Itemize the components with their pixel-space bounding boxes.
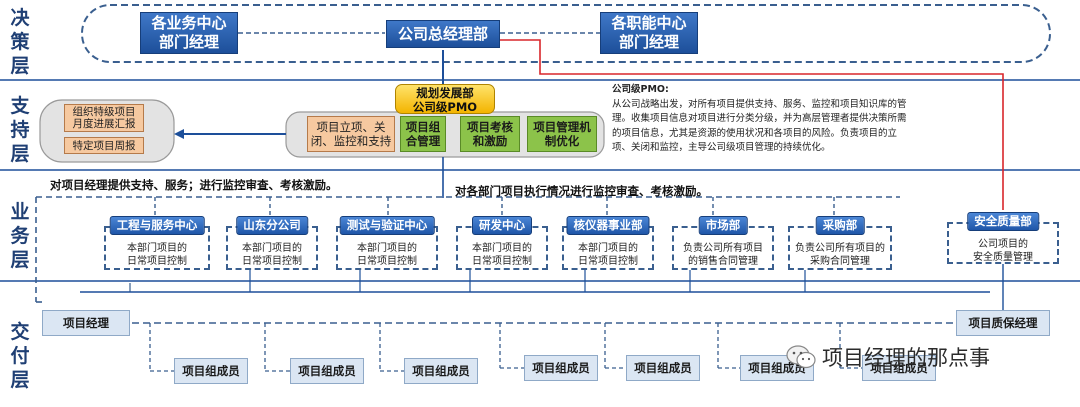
dept-title: 安全质量部 bbox=[967, 212, 1039, 231]
project-lifecycle-box: 项目立项、关 闭、监控和支持 bbox=[307, 116, 395, 152]
dept-purchasing: 采购部 负责公司所有项目的 采购合同管理 bbox=[788, 216, 892, 270]
dept-title: 工程与服务中心 bbox=[109, 216, 205, 235]
dept-title: 核仪器事业部 bbox=[566, 216, 650, 235]
watermark: 项目经理的那点事 bbox=[786, 342, 990, 372]
dept-title: 采购部 bbox=[815, 216, 865, 235]
dept-desc: 负责公司所有项目 的销售合同管理 bbox=[683, 243, 763, 267]
weekly-report-box: 特定项目周报 bbox=[64, 137, 144, 154]
team-member-box: 项目组成员 bbox=[404, 358, 478, 384]
layer-label-support: 支 持 层 bbox=[10, 95, 30, 165]
note-center: 对各部门项目执行情况进行监控审查、考核激励。 bbox=[455, 184, 708, 198]
wechat-icon bbox=[786, 344, 816, 370]
dept-engineering-service: 工程与服务中心 本部门项目的 日常项目控制 bbox=[104, 216, 210, 270]
dept-safety-quality: 安全质量部 公司项目的 安全质量管理 bbox=[947, 212, 1059, 264]
watermark-text: 项目经理的那点事 bbox=[822, 346, 990, 370]
dept-title: 山东分公司 bbox=[236, 216, 308, 235]
note-left: 对项目经理提供支持、服务；进行监控审查、考核激励。 bbox=[50, 178, 338, 192]
pmo-description-body: 从公司战略出发，对所有项目提供支持、服务、监控和项目知识库的管理。收集项目信息对… bbox=[612, 98, 907, 154]
team-member-box: 项目组成员 bbox=[626, 355, 700, 381]
project-manager-box: 项目经理 bbox=[42, 310, 130, 336]
layer-label-decision: 决 策 层 bbox=[10, 7, 30, 77]
team-member-box: 项目组成员 bbox=[174, 358, 248, 384]
assessment-incentive-box: 项目考核 和激励 bbox=[460, 116, 520, 152]
dept-desc: 本部门项目的 日常项目控制 bbox=[578, 243, 638, 267]
layer-label-delivery: 交 付 层 bbox=[10, 321, 30, 391]
dept-desc: 本部门项目的 日常项目控制 bbox=[357, 243, 417, 267]
pmo-title-box: 规划发展部 公司级PMO bbox=[395, 84, 495, 114]
dept-shandong-branch: 山东分公司 本部门项目的 日常项目控制 bbox=[226, 216, 318, 270]
dept-marketing: 市场部 负责公司所有项目 的销售合同管理 bbox=[672, 216, 774, 270]
business-center-managers-box: 各业务中心 部门经理 bbox=[140, 12, 238, 54]
pmo-description-title: 公司级PMO: bbox=[612, 84, 669, 95]
team-member-box: 项目组成员 bbox=[862, 355, 936, 381]
dept-desc: 负责公司所有项目的 采购合同管理 bbox=[795, 243, 885, 267]
dept-desc: 本部门项目的 日常项目控制 bbox=[472, 243, 532, 267]
layer-label-business: 业 务 层 bbox=[10, 201, 30, 271]
dept-nuclear-instruments: 核仪器事业部 本部门项目的 日常项目控制 bbox=[562, 216, 654, 270]
dept-title: 研发中心 bbox=[472, 216, 532, 235]
team-member-box: 项目组成员 bbox=[290, 358, 364, 384]
general-manager-box: 公司总经理部 bbox=[386, 20, 500, 48]
dept-title: 市场部 bbox=[698, 216, 748, 235]
dept-desc: 本部门项目的 日常项目控制 bbox=[242, 243, 302, 267]
dept-rnd-center: 研发中心 本部门项目的 日常项目控制 bbox=[456, 216, 548, 270]
pmo-description: 公司级PMO: 从公司战略出发，对所有项目提供支持、服务、监控和项目知识库的管理… bbox=[612, 83, 912, 156]
decision-container bbox=[81, 4, 1051, 63]
monthly-report-box: 组织特级项目 月度进展汇报 bbox=[64, 104, 144, 132]
team-member-box: 项目组成员 bbox=[524, 355, 598, 381]
dept-title: 测试与验证中心 bbox=[339, 216, 435, 235]
portfolio-management-box: 项目组 合管理 bbox=[400, 116, 446, 152]
dept-testing-validation: 测试与验证中心 本部门项目的 日常项目控制 bbox=[336, 216, 438, 270]
dept-desc: 公司项目的 安全质量管理 bbox=[973, 239, 1033, 263]
dept-desc: 本部门项目的 日常项目控制 bbox=[127, 243, 187, 267]
functional-center-managers-box: 各职能中心 部门经理 bbox=[600, 12, 698, 54]
qa-manager-box: 项目质保经理 bbox=[956, 310, 1050, 336]
mechanism-optimization-box: 项目管理机 制优化 bbox=[527, 116, 597, 152]
